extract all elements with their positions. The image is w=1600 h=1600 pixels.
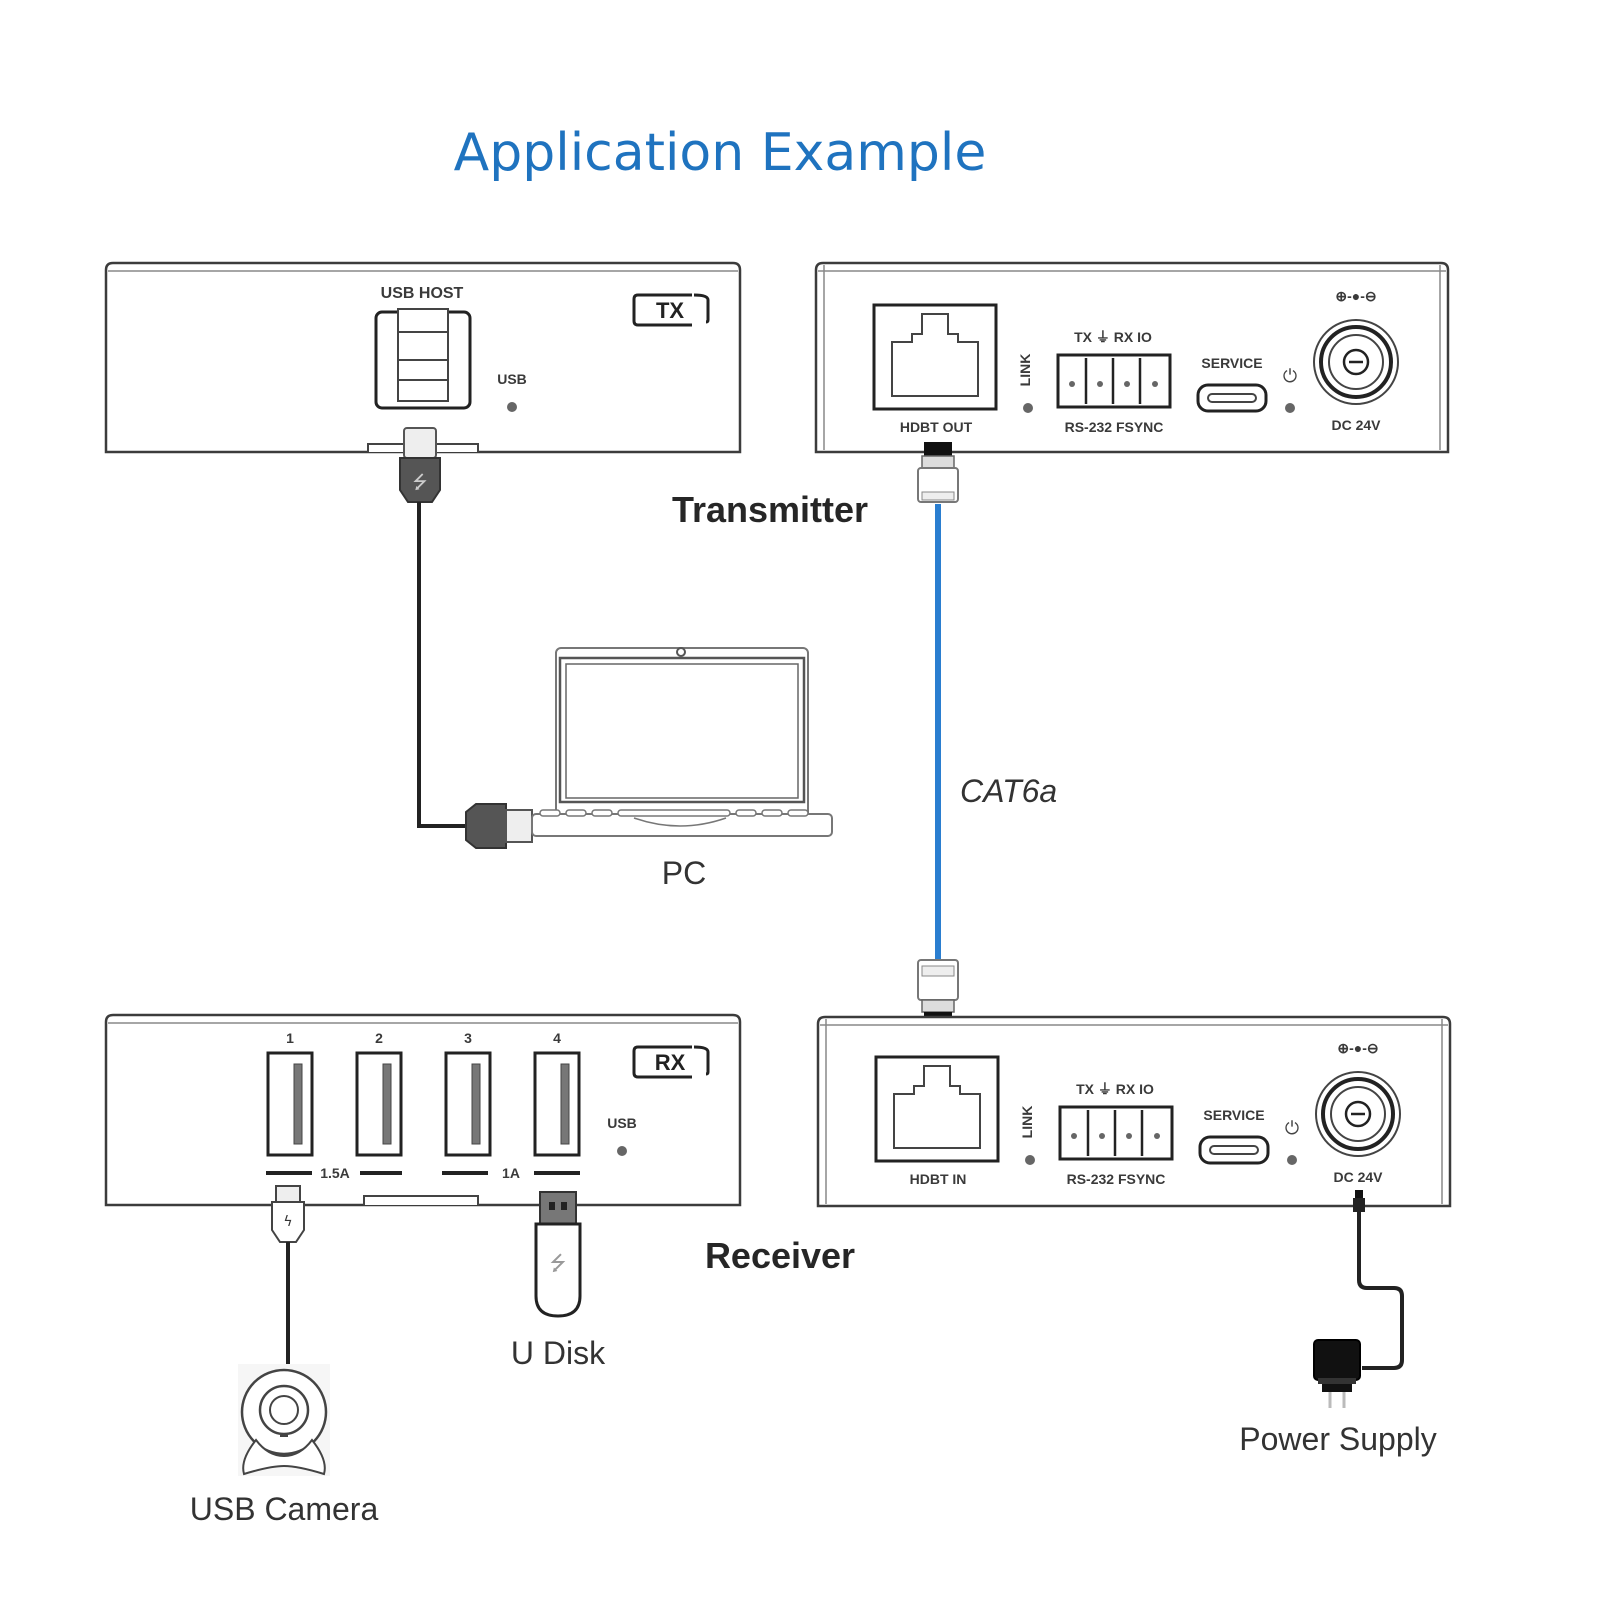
usb-plug-body (399, 457, 441, 503)
dc-power-jack[interactable] (1313, 319, 1399, 405)
usb-cable-tx-pc: ⭍ (399, 427, 533, 849)
dc-plug-body (1353, 1198, 1365, 1212)
tx-badge-label: TX (656, 298, 684, 323)
usb-led-label: USB (607, 1115, 637, 1131)
rj45-plug-tip (921, 455, 955, 469)
current-label-1a: 1A (502, 1165, 520, 1181)
rj45-plug-grip (921, 965, 955, 977)
usb-port-number: 1 (286, 1030, 294, 1046)
power-wire (1357, 1212, 1404, 1370)
power-supply-cable (1353, 1190, 1404, 1370)
serial-top-label: TX ⏚ RX IO (1074, 329, 1152, 345)
power-led-icon (1285, 403, 1295, 413)
rx-badge-label: RX (655, 1050, 686, 1075)
usb-a-plug-body (465, 803, 507, 849)
power-led-icon (1287, 1155, 1297, 1165)
hdbt-in-label: HDBT IN (910, 1171, 967, 1187)
dc-power-label: DC 24V (1331, 417, 1381, 433)
usb-a-plug (505, 809, 533, 843)
usb-symbol-icon: ⭍ (413, 472, 428, 493)
tx-badge: TX (632, 293, 710, 327)
serial-bottom-label: RS-232 FSYNC (1067, 1171, 1166, 1187)
usb-a-port-3[interactable] (444, 1051, 492, 1157)
link-led-icon (1023, 403, 1033, 413)
rx-badge: RX (632, 1045, 710, 1079)
usb-wire (417, 502, 466, 828)
usb-camera-label: USB Camera (190, 1491, 379, 1527)
usb-camera-icon[interactable] (238, 1364, 330, 1476)
rj45-plug-grip (921, 491, 955, 501)
link-label: LINK (1019, 1106, 1035, 1139)
pc-laptop-icon[interactable] (531, 647, 833, 837)
polarity-label: ⊕-●-⊖ (1335, 288, 1376, 304)
lightning-icon: ϟ (283, 1214, 292, 1230)
usb-led-icon (617, 1146, 627, 1156)
rx-usb-panel: 1 2 3 4 1.5A 1A USB (104, 1013, 742, 1207)
serial-terminal-block[interactable] (1056, 353, 1172, 409)
service-label: SERVICE (1203, 1107, 1264, 1123)
dc-power-label: DC 24V (1333, 1169, 1383, 1185)
receiver-label: Receiver (705, 1235, 855, 1276)
polarity-label: ⊕-●-⊖ (1337, 1040, 1378, 1056)
link-label: LINK (1017, 354, 1033, 387)
usb-a-port-4[interactable] (533, 1051, 581, 1157)
usb-a-port-2[interactable] (355, 1051, 403, 1157)
cat6a-cable (917, 442, 959, 1028)
service-usb-c-port[interactable] (1198, 1135, 1270, 1165)
hdbt-out-port[interactable] (872, 303, 998, 411)
u-disk-label: U Disk (511, 1335, 606, 1371)
usb-led-label: USB (497, 371, 527, 387)
power-icon: ⏻ (1285, 1118, 1299, 1139)
usb-port-number: 3 (464, 1030, 472, 1046)
serial-top-label: TX ⏚ RX IO (1076, 1081, 1154, 1097)
usb-host-label: USB HOST (381, 285, 464, 302)
usb-port-number: 4 (553, 1030, 561, 1046)
power-supply-icon[interactable] (1313, 1339, 1361, 1408)
rx-hdbt-panel: HDBT IN LINK TX ⏚ RX IO RS-232 FSYNC SER… (816, 1015, 1452, 1208)
rx-usb-panel-body (104, 1013, 742, 1207)
usb-symbol-icon: ⭍ (550, 1251, 567, 1275)
hdbt-out-label: HDBT OUT (900, 419, 973, 435)
rj45-plug-latch (924, 442, 952, 456)
transmitter-label: Transmitter (672, 489, 868, 530)
serial-terminal-block[interactable] (1058, 1105, 1174, 1161)
usb-b-plug (403, 427, 437, 459)
power-supply-label: Power Supply (1239, 1421, 1436, 1457)
dc-power-jack[interactable] (1315, 1071, 1401, 1157)
current-label-1-5a: 1.5A (320, 1165, 350, 1181)
usb-plug-tip (275, 1185, 301, 1203)
hdbt-in-port[interactable] (874, 1055, 1000, 1163)
tx-usb-panel: USB HOST USB TX (104, 261, 742, 454)
usb-a-port-1[interactable] (266, 1051, 314, 1157)
usb-led-icon (507, 402, 517, 412)
panel-foot (363, 1195, 479, 1205)
dc-plug-tip (1355, 1190, 1363, 1198)
service-usb-c-port[interactable] (1196, 383, 1268, 413)
usb-host-port[interactable] (374, 308, 472, 410)
power-icon: ⏻ (1283, 366, 1297, 387)
cat6a-label: CAT6a (960, 773, 1057, 809)
pc-label: PC (662, 855, 706, 891)
usb-plug-body (271, 1201, 305, 1243)
page-title: Application Example (454, 123, 987, 183)
tx-hdbt-panel: HDBT OUT LINK TX ⏚ RX IO RS-232 FSYNC SE… (814, 261, 1450, 454)
usb-port-number: 2 (375, 1030, 383, 1046)
link-led-icon (1025, 1155, 1035, 1165)
service-label: SERVICE (1201, 355, 1262, 371)
usb-camera-cable: ϟ (271, 1185, 305, 1370)
serial-bottom-label: RS-232 FSYNC (1065, 419, 1164, 435)
rj45-plug-tip (921, 999, 955, 1013)
u-disk-icon[interactable]: ⭍ (534, 1191, 582, 1318)
